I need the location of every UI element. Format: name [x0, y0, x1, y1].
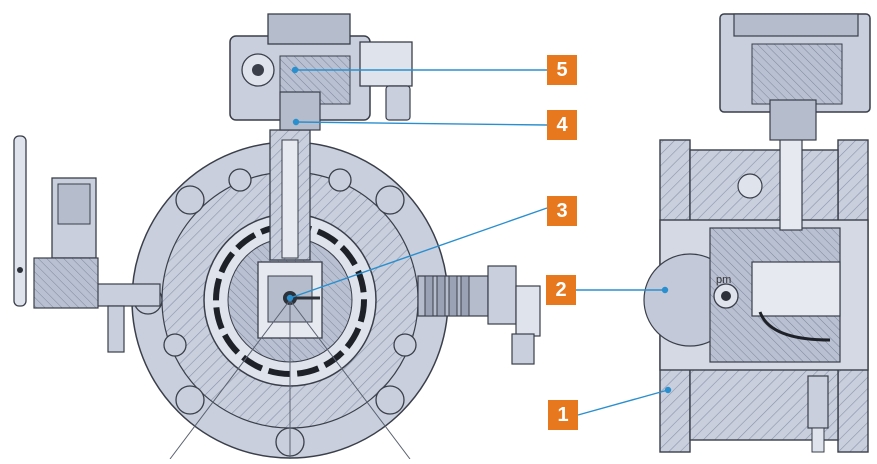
callout-4: 4: [547, 110, 577, 140]
callout-lines: [286, 66, 672, 416]
side-view: pm: [643, 13, 871, 453]
callout-line-4: [295, 121, 548, 126]
pm-label: pm: [716, 274, 731, 286]
front-view: [13, 13, 541, 460]
callout-line-3: [289, 207, 548, 299]
callout-2: 2: [546, 275, 576, 305]
callout-line-1: [577, 389, 669, 416]
callout-5: 5: [547, 55, 577, 85]
callout-1: 1: [548, 400, 578, 430]
callout-3: 3: [547, 196, 577, 226]
